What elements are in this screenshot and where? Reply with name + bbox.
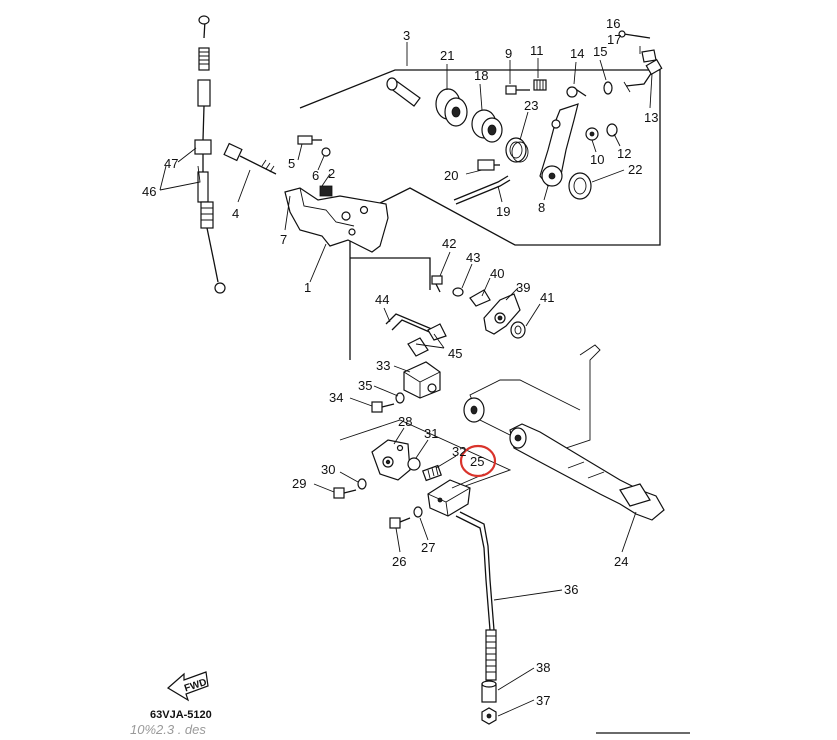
leader-lines — [159, 42, 653, 717]
footer-faded-text: 10%2.3 . des — [130, 722, 206, 737]
bracket-1 — [284, 135, 389, 253]
part-label-36: 36 — [564, 582, 578, 597]
upper-parts — [386, 30, 663, 205]
part-label-31: 31 — [424, 426, 438, 441]
part-label-25: 25 — [470, 454, 484, 469]
fwd-arrow-icon: FWD — [166, 671, 209, 702]
part-label-32: 32 — [452, 444, 466, 459]
part-label-22: 22 — [628, 162, 642, 177]
part-label-13: 13 — [644, 110, 658, 125]
part-label-41: 41 — [540, 290, 554, 305]
part-label-16: 16 — [606, 16, 620, 31]
part-label-29: 29 — [292, 476, 306, 491]
part-label-23: 23 — [524, 98, 538, 113]
part-label-47: 47 — [164, 156, 178, 171]
part-label-10: 10 — [590, 152, 604, 167]
part-label-3: 3 — [403, 28, 410, 43]
lower-parts — [333, 439, 471, 529]
part-label-43: 43 — [466, 250, 480, 265]
part-label-4: 4 — [232, 206, 239, 221]
drawing-code: 63VJA-5120 — [150, 709, 212, 721]
part-label-45: 45 — [448, 346, 462, 361]
part-label-38: 38 — [536, 660, 550, 675]
control-arm-24 — [463, 397, 665, 521]
part-label-15: 15 — [593, 44, 607, 59]
part-label-28: 28 — [398, 414, 412, 429]
part-label-33: 33 — [376, 358, 390, 373]
part-label-17: 17 — [607, 32, 621, 47]
part-label-20: 20 — [444, 168, 458, 183]
part-label-37: 37 — [536, 693, 550, 708]
part-label-44: 44 — [375, 292, 389, 307]
part-label-12: 12 — [617, 146, 631, 161]
part-label-11: 11 — [530, 43, 544, 58]
part-label-18: 18 — [474, 68, 488, 83]
part-label-34: 34 — [329, 390, 343, 405]
shift-rod — [455, 511, 497, 725]
part-label-39: 39 — [516, 280, 530, 295]
part-label-14: 14 — [570, 46, 584, 61]
part-label-30: 30 — [321, 462, 335, 477]
part-label-2: 2 — [328, 166, 335, 181]
part-label-19: 19 — [496, 204, 510, 219]
part-label-5: 5 — [288, 156, 295, 171]
part-label-26: 26 — [392, 554, 406, 569]
part-label-7: 7 — [280, 232, 287, 247]
part-label-1: 1 — [304, 280, 311, 295]
part-label-8: 8 — [538, 200, 545, 215]
part-label-9: 9 — [505, 46, 512, 61]
throttle-cable — [194, 15, 226, 294]
part-label-21: 21 — [440, 48, 454, 63]
part-label-42: 42 — [442, 236, 456, 251]
bolt-4 — [223, 142, 277, 175]
part-label-27: 27 — [421, 540, 435, 555]
part-label-35: 35 — [358, 378, 372, 393]
part-label-40: 40 — [490, 266, 504, 281]
part-label-24: 24 — [614, 554, 628, 569]
part-labels: 1 2 3 4 5 6 7 8 9 10 11 12 13 14 15 16 1… — [142, 16, 658, 708]
middle-parts — [371, 275, 526, 413]
part-label-6: 6 — [312, 168, 319, 183]
highlight-ring — [459, 444, 497, 478]
part-label-46: 46 — [142, 184, 156, 199]
